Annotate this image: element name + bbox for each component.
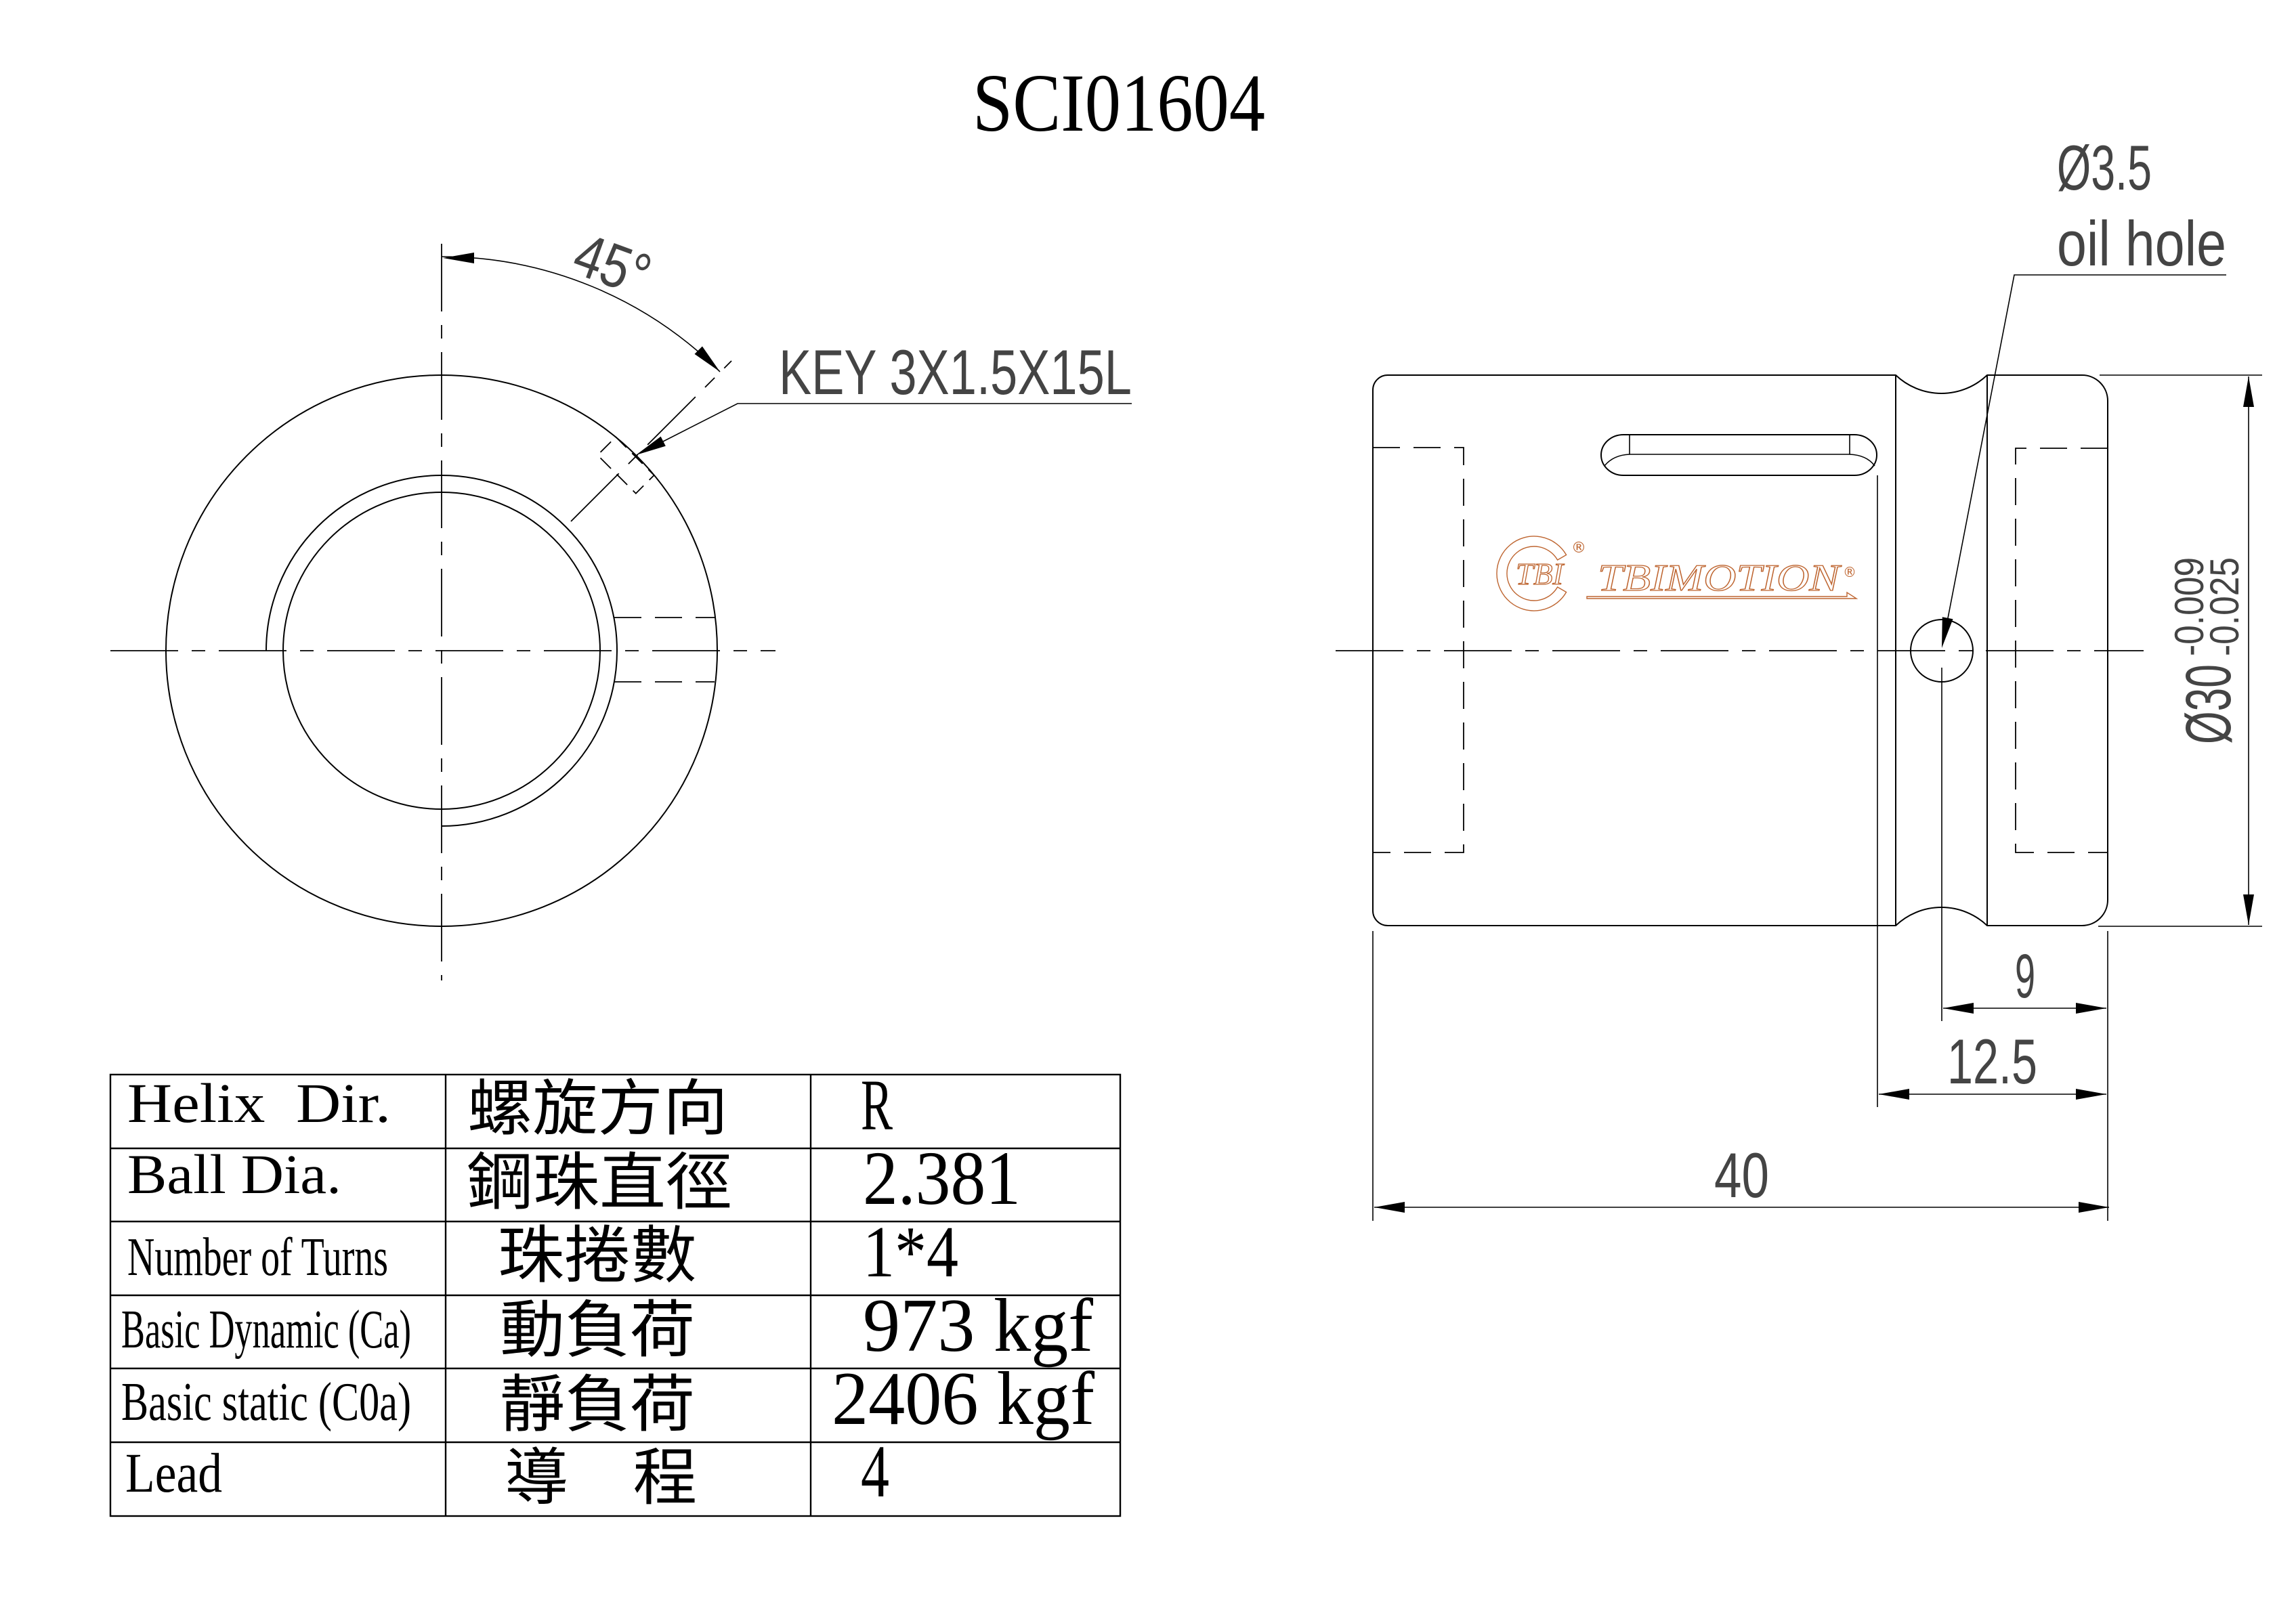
side-view: 9 12.5 40 Ø30 -0.009 -0.025 Ø3.5 oil hol… [1336,132,2262,1221]
arrow-icon [443,253,474,263]
row-label-en: Helix Dir. [127,1072,391,1134]
arrow-icon [694,346,720,372]
row-label-zh: 動負荷 [500,1294,695,1366]
row-value: 2.381 [863,1136,1021,1221]
key-callout-leader [662,403,1132,442]
registered-mark-icon: ® [1571,540,1586,557]
diameter-lower-tolerance: -0.025 [2202,557,2247,656]
dimension-label-9: 9 [2015,942,2035,1011]
key-callout-label: KEY 3X1.5X15L [779,337,1132,408]
logo-swoosh-arrow-icon [1586,591,1858,599]
dimension-label-12-5: 12.5 [1947,1026,2037,1097]
arrow-icon [2243,376,2254,407]
row-label-en: Lead [125,1442,222,1504]
row-label-zh: 靜負荷 [500,1368,695,1441]
table-row: Ball Dia. 鋼珠直徑 2.381 [127,1136,1021,1221]
table-row: Number of Turns 珠捲數 1*4 [127,1212,958,1293]
row-value: 4 [861,1430,889,1513]
table-row: Lead 導 程 4 [125,1430,889,1514]
nut-body-outline [1372,374,2108,926]
keyway-slot [1600,434,1877,476]
oil-hole-leader [1947,274,2226,619]
drawing-title: SCI01604 [973,58,1265,149]
row-value: 973 kgf [863,1284,1094,1368]
row-label-en: Basic static (C0a) [121,1372,411,1432]
spec-table: Helix Dir. 螺旋方向 R Ball Dia. 鋼珠直徑 2.381 N… [109,1066,1122,1517]
table-row: Basic static (C0a) 靜負荷 2406 kgf [121,1357,1095,1441]
bore-circle [282,492,601,810]
logo-brand-text: TBIMOTION [1598,557,1842,599]
hidden-bore-left [1373,447,1464,853]
row-label-en: Number of Turns [127,1228,388,1287]
key-seat [597,436,655,494]
row-label-zh: 珠捲數 [498,1219,697,1292]
thread-major-arc [265,475,618,827]
row-label-en: Ball Dia. [127,1143,341,1205]
key-45deg-centerline [570,360,732,522]
angle-dimension-label: 45° [565,221,659,310]
row-label-zh: 導 程 [505,1442,697,1514]
row-value: 2406 kgf [832,1357,1095,1441]
diameter-upper-tolerance: -0.009 [2167,557,2212,656]
registered-mark-icon: ® [1843,564,1856,580]
table-row: Basic Dynamic (Ca) 動負荷 973 kgf [121,1284,1094,1368]
oil-hole-diameter-label: Ø3.5 [2057,132,2152,203]
diameter-label: Ø30 [2173,664,2245,744]
row-label-en: Basic Dynamic (Ca) [121,1300,411,1360]
arrow-icon [2076,1089,2106,1100]
arrow-icon [2079,1202,2109,1213]
logo-badge-text: TBI [1516,557,1565,591]
row-value: R [861,1066,893,1146]
arrow-icon [636,436,666,455]
outer-diameter-circle [165,374,718,927]
front-view: 45° KEY 3X1.5X15L [110,221,1132,980]
row-label-zh: 螺旋方向 [467,1073,728,1144]
tbimotion-logo: TBI ® TBIMOTION ® [1496,536,1858,611]
arrow-icon [2076,1003,2106,1014]
arrow-icon [1879,1089,1909,1100]
arrow-icon [1942,617,1953,648]
dimension-label-40: 40 [1714,1140,1769,1211]
hidden-bore-right [2015,448,2108,853]
arrow-icon [2243,894,2254,925]
angle-dimension-arc [441,256,721,372]
row-label-zh: 鋼珠直徑 [467,1146,732,1219]
arrow-icon [1374,1202,1405,1213]
row-value: 1*4 [863,1212,958,1293]
arrow-icon [1943,1003,1974,1014]
table-row: Helix Dir. 螺旋方向 R [127,1066,893,1146]
tbi-c-ring-icon [1496,536,1567,611]
oil-hole-label: oil hole [2057,208,2226,279]
